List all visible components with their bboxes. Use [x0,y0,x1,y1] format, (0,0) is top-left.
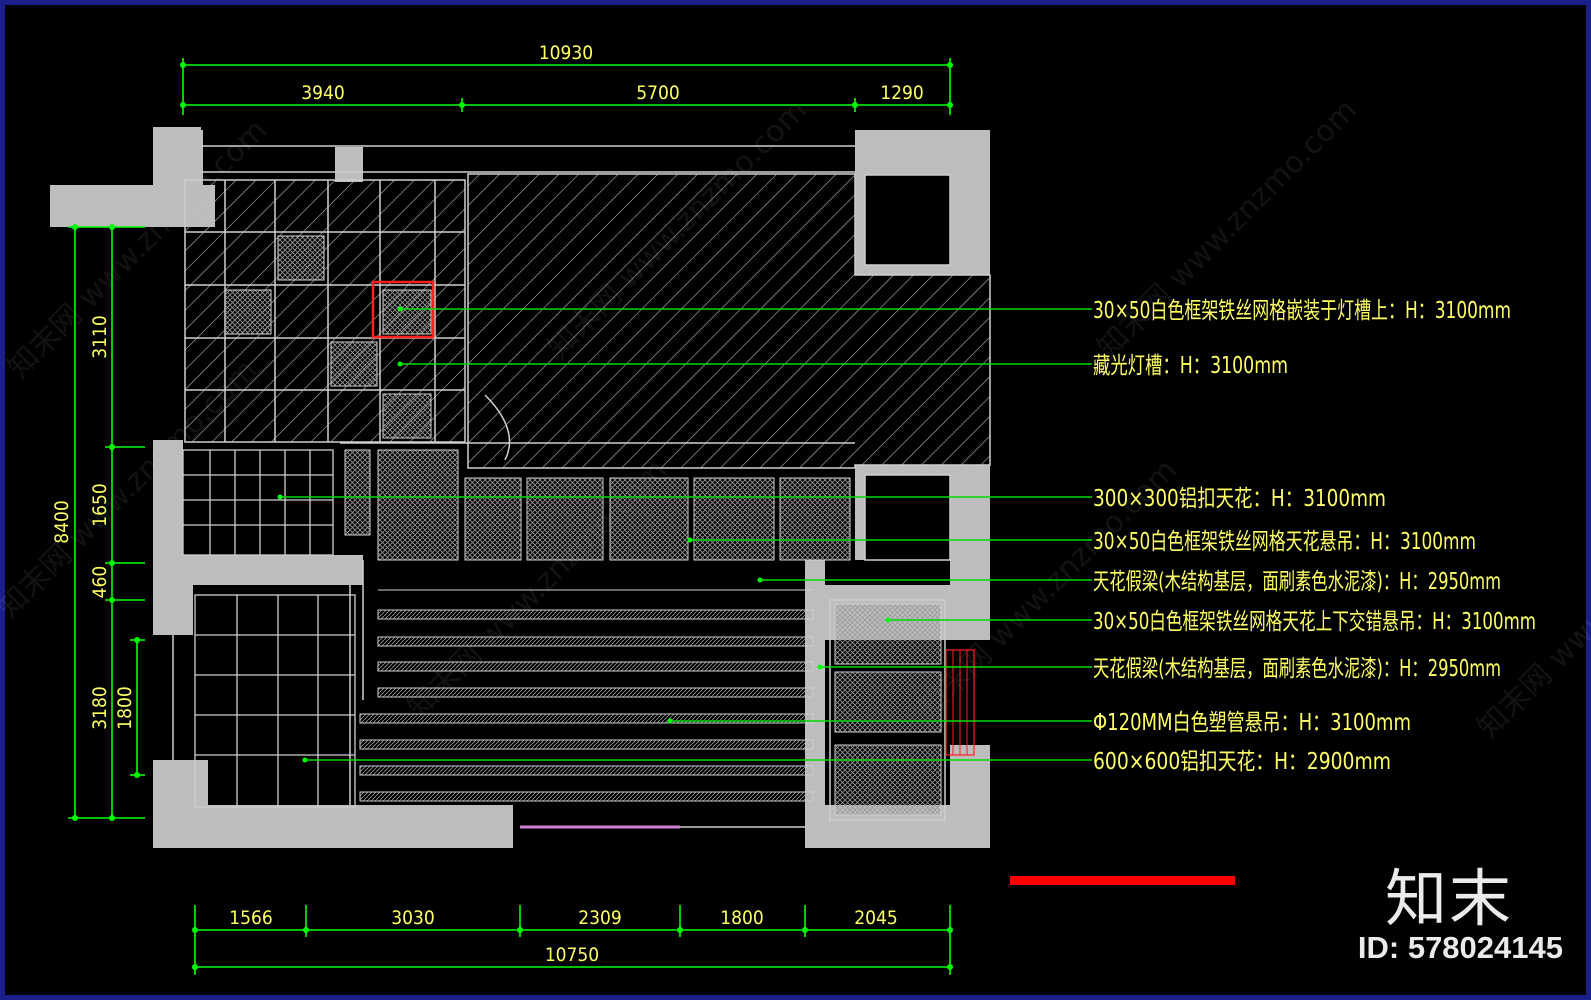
dimension-labels: 10930 3940 5700 1290 8400 3110 1650 460 … [51,42,924,966]
dim-top-total: 10930 [539,42,593,64]
dim-left-seg-3: 460 [89,566,111,599]
dim-bottom-seg-5: 2045 [854,907,898,929]
watermark-text: 知末网 www.znzmo.com [1091,93,1364,366]
dim-bottom-total: 10750 [545,944,599,966]
dim-top-seg-3: 1290 [880,82,924,104]
annotation-pvc-pipe: Φ120MM白色塑管悬吊：H：3100mm [1093,710,1411,736]
annotation-mesh-staggered: 30×50白色框架铁丝网格天花上下交错悬吊：H：3100mm [1093,609,1536,635]
inner-lines [172,145,951,805]
watermark-logo: 知末 [1384,862,1513,935]
scale-bar [1010,876,1235,885]
dim-top-seg-2: 5700 [636,82,680,104]
annotation-mesh-in-trough: 30×50白色框架铁丝网格嵌装于灯槽上：H：3100mm [1093,298,1511,324]
mesh-staggered-column [829,599,975,821]
dim-bottom-seg-2: 3030 [391,907,435,929]
dim-bottom-seg-1: 1566 [229,907,273,929]
mesh-grid-upper-left [184,179,466,443]
dim-left-inner: 1800 [114,686,136,730]
dim-left-seg-4: 3180 [89,686,111,730]
annotation-false-beam-1: 天花假梁(木结构基层，面刷素色水泥漆)：H：2950mm [1093,569,1501,595]
image-id-label: ID: 578024145 [1357,930,1563,965]
aluminium-600-grid [194,594,356,808]
pvc-pipe-rows [359,589,814,802]
dim-top-seg-1: 3940 [301,82,345,104]
aluminium-300-grid [182,449,334,556]
light-trough-area [467,173,991,469]
leader-lines [280,308,1092,761]
annotation-aluminium-300: 300×300铝扣天花：H：3100mm [1093,486,1386,512]
annotation-labels: 30×50白色框架铁丝网格嵌装于灯槽上：H：3100mm 藏光灯槽：H：3100… [1093,298,1536,775]
mesh-suspended-row [340,442,855,561]
dim-left-seg-2: 1650 [89,483,111,527]
dimension-ticks [72,62,953,970]
dim-left-seg-1: 3110 [89,315,111,359]
annotation-mesh-suspended: 30×50白色框架铁丝网格天花悬吊：H：3100mm [1093,529,1476,555]
annotation-aluminium-600: 600×600铝扣天花：H：2900mm [1093,749,1391,775]
dim-left-total: 8400 [51,500,73,544]
leader-dots [277,306,891,763]
dim-bottom-seg-3: 2309 [578,907,622,929]
annotation-false-beam-2: 天花假梁(木结构基层，面刷素色水泥漆)：H：2950mm [1093,656,1501,682]
dim-bottom-seg-4: 1800 [720,907,764,929]
annotation-hidden-light-trough: 藏光灯槽：H：3100mm [1093,353,1288,379]
